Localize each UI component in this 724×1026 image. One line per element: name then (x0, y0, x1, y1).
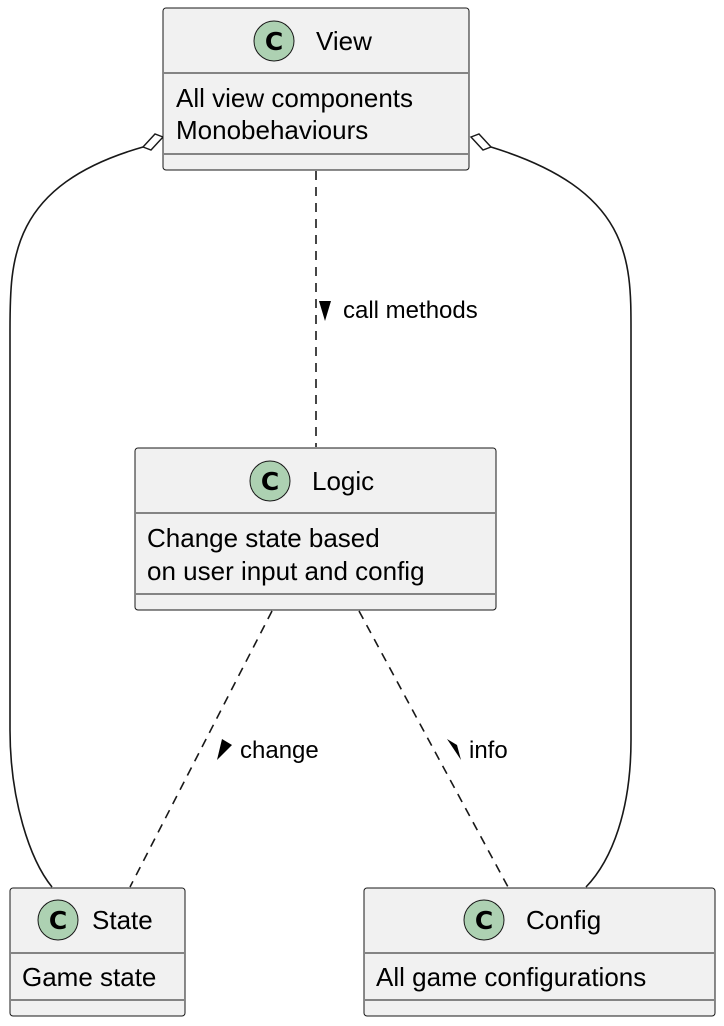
class-state[interactable]: C State Game state (9, 887, 186, 1017)
class-state-line-1: Game state (22, 962, 156, 992)
class-view-name: View (316, 26, 372, 56)
edge-logic-state-line (129, 610, 273, 888)
class-logic-line-2: on user input and config (147, 556, 425, 586)
class-badge-icon (249, 460, 291, 502)
edge-label-call-methods: call methods (343, 297, 478, 324)
edge-view-logic: call methods (315, 171, 478, 447)
class-view-line-2: Monobehaviours (176, 115, 368, 145)
class-view-box (162, 7, 470, 171)
class-view[interactable]: C View All view components Monobehaviour… (162, 7, 470, 171)
class-config-box (363, 887, 716, 1017)
class-config[interactable]: C Config All game configurations (363, 887, 716, 1017)
class-badge-letter: C (49, 906, 67, 935)
class-config-line-1: All game configurations (376, 962, 646, 992)
aggregation-diamond-icon (141, 133, 165, 151)
edge-logic-config-line (358, 610, 509, 888)
class-logic-box (134, 447, 497, 611)
class-config-name: Config (526, 905, 601, 935)
class-badge-letter: C (265, 27, 283, 56)
class-badge-icon (37, 899, 79, 941)
aggregation-diamond-icon (469, 133, 493, 151)
arrow-down-right-icon (447, 739, 461, 760)
class-badge-letter: C (475, 906, 493, 935)
class-logic-name: Logic (312, 466, 374, 496)
edge-view-config (469, 133, 632, 888)
edge-label-change: change (240, 737, 319, 764)
class-logic-line-1: Change state based (147, 523, 380, 553)
class-badge-icon (253, 20, 295, 62)
class-logic[interactable]: C Logic Change state based on user input… (134, 447, 497, 611)
arrow-down-icon (319, 301, 331, 321)
edge-logic-config: info (358, 610, 509, 888)
edge-label-info: info (469, 737, 508, 764)
class-badge-letter: C (261, 467, 279, 496)
edge-view-state-line (9, 146, 144, 888)
edge-view-config-line (490, 146, 632, 888)
edge-view-state (9, 133, 165, 888)
class-view-line-1: All view components (176, 83, 413, 113)
edge-logic-state: change (129, 610, 319, 888)
class-badge-icon (463, 899, 505, 941)
arrow-down-left-icon (217, 739, 232, 760)
class-state-name: State (92, 905, 153, 935)
